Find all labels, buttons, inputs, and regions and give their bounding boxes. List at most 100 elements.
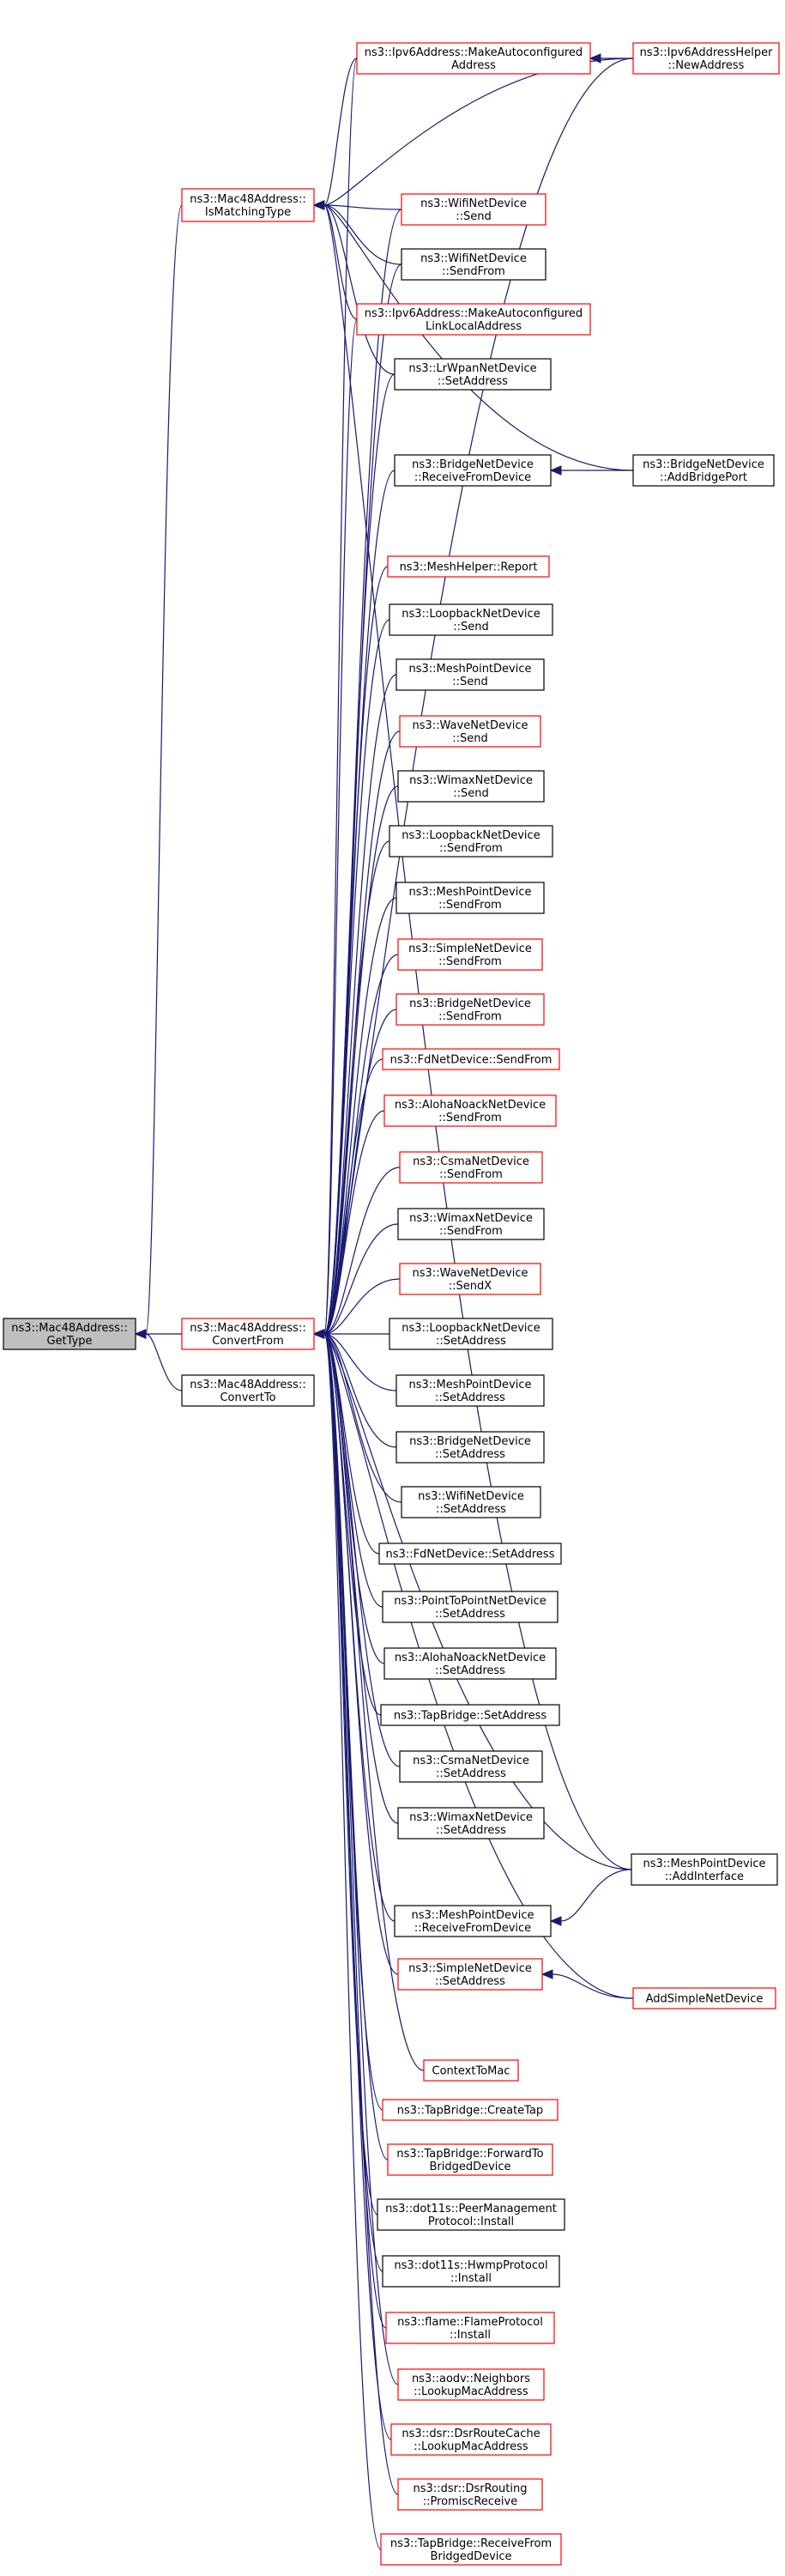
node-label-line: ns3::AlohaNoackNetDevice bbox=[395, 1652, 546, 1664]
node-label-line: ns3::LoopbackNetDevice bbox=[402, 608, 540, 621]
node-label-line: ns3::FdNetDevice::SetAddress bbox=[386, 1549, 555, 1561]
node-label-line: IsMatchingType bbox=[205, 206, 291, 219]
edge-bridgeAddPort-to-isMatching bbox=[312, 200, 634, 471]
node-simpleSendFrom[interactable]: ns3::SimpleNetDevice::SendFrom bbox=[397, 938, 543, 971]
node-lrwpanSetAddr[interactable]: ns3::LrWpanNetDevice::SetAddress bbox=[394, 358, 552, 391]
node-loopbackSetAddr[interactable]: ns3::LoopbackNetDevice::SetAddress bbox=[389, 1318, 553, 1350]
node-label-line: ns3::LrWpanNetDevice bbox=[408, 362, 536, 375]
edge-wifiSetAddr-to-convertFrom bbox=[312, 1329, 402, 1503]
node-label-line: ::SetAddress bbox=[435, 1975, 505, 1988]
node-wimaxSendFrom[interactable]: ns3::WimaxNetDevice::SendFrom bbox=[397, 1208, 545, 1240]
node-bridgeSendFrom[interactable]: ns3::BridgeNetDevice::SendFrom bbox=[396, 993, 545, 1026]
node-wifiSend[interactable]: ns3::WifiNetDevice::Send bbox=[401, 193, 546, 226]
node-meshPointAddIf[interactable]: ns3::MeshPointDevice::AddInterface bbox=[631, 1853, 778, 1886]
node-ipv6MakeAuto[interactable]: ns3::Ipv6Address::MakeAutoconfiguredAddr… bbox=[356, 42, 591, 75]
node-wifiSetAddr[interactable]: ns3::WifiNetDevice::SetAddress bbox=[401, 1486, 541, 1518]
node-label-line: ns3::WifiNetDevice bbox=[420, 197, 527, 210]
node-csmaSendFrom[interactable]: ns3::CsmaNetDevice::SendFrom bbox=[399, 1151, 543, 1184]
node-meshPointRecv[interactable]: ns3::MeshPointDevice::ReceiveFromDevice bbox=[394, 1905, 552, 1937]
node-loopbackSendFrom[interactable]: ns3::LoopbackNetDevice::SendFrom bbox=[389, 825, 553, 858]
node-alohaSendFrom[interactable]: ns3::AlohaNoackNetDevice::SendFrom bbox=[383, 1094, 557, 1127]
node-meshPointSend[interactable]: ns3::MeshPointDevice::Send bbox=[396, 658, 545, 691]
node-label-line: BridgedDevice bbox=[429, 2161, 510, 2173]
node-wifiSendFrom[interactable]: ns3::WifiNetDevice::SendFrom bbox=[401, 248, 546, 281]
node-label-line: BridgedDevice bbox=[430, 2550, 511, 2563]
node-convertTo[interactable]: ns3::Mac48Address::ConvertTo bbox=[181, 1374, 315, 1407]
node-tapSetAddr[interactable]: ns3::TapBridge::SetAddress bbox=[380, 1704, 560, 1726]
node-dsrRouting[interactable]: ns3::dsr::DsrRouting::PromiscReceive bbox=[397, 2478, 543, 2511]
node-flame[interactable]: ns3::flame::FlameProtocol::Install bbox=[385, 2312, 555, 2344]
node-label-line: ::SetAddress bbox=[436, 1824, 506, 1837]
node-fdSetAddr[interactable]: ns3::FdNetDevice::SetAddress bbox=[378, 1543, 562, 1565]
node-label-line: ns3::dot11s::HwmpProtocol bbox=[394, 2259, 547, 2272]
node-wimaxSend[interactable]: ns3::WimaxNetDevice::Send bbox=[397, 770, 545, 803]
node-label-line: ns3::MeshPointDevice bbox=[411, 1909, 534, 1922]
node-ipv6MakeLL[interactable]: ns3::Ipv6Address::MakeAutoconfiguredLink… bbox=[356, 303, 591, 336]
node-label-line: AddSimpleNetDevice bbox=[646, 1993, 764, 2006]
node-label-line: LinkLocalAddress bbox=[426, 320, 522, 333]
node-contextToMac[interactable]: ContextToMac bbox=[423, 2059, 519, 2082]
node-label-line: ns3::TapBridge::CreateTap bbox=[397, 2105, 543, 2118]
node-label-line: ns3::TapBridge::ReceiveFrom bbox=[390, 2537, 552, 2550]
node-waveSend[interactable]: ns3::WaveNetDevice::Send bbox=[399, 715, 541, 748]
node-addSimple[interactable]: AddSimpleNetDevice bbox=[632, 1987, 776, 2009]
node-label-line: ns3::dot11s::PeerManagement bbox=[385, 2203, 557, 2215]
node-label-line: ::SendFrom bbox=[438, 955, 502, 968]
node-peerMgmt[interactable]: ns3::dot11s::PeerManagementProtocol::Ins… bbox=[377, 2198, 565, 2231]
node-label-line: ns3::BridgeNetDevice bbox=[409, 997, 531, 1010]
node-hwmp[interactable]: ns3::dot11s::HwmpProtocol::Install bbox=[382, 2255, 560, 2288]
node-dsrCache[interactable]: ns3::dsr::DsrRouteCache::LookupMacAddres… bbox=[390, 2423, 552, 2456]
node-label-line: ns3::SimpleNetDevice bbox=[408, 1962, 532, 1975]
node-label-line: ::SetAddress bbox=[438, 375, 508, 388]
edge-wimaxSetAddr-to-convertFrom bbox=[312, 1329, 399, 1824]
node-ipv6Helper[interactable]: ns3::Ipv6AddressHelper::NewAddress bbox=[632, 42, 780, 75]
node-meshPointSetAddr[interactable]: ns3::MeshPointDevice::SetAddress bbox=[396, 1374, 545, 1407]
node-label-line: ::ReceiveFromDevice bbox=[414, 1922, 531, 1935]
node-label-line: ns3::BridgeNetDevice bbox=[643, 458, 764, 471]
node-label-line: ::SetAddress bbox=[435, 1448, 505, 1461]
node-meshPointSendFrom[interactable]: ns3::MeshPointDevice::SendFrom bbox=[396, 882, 545, 914]
node-label-line: ns3::BridgeNetDevice bbox=[412, 458, 534, 471]
node-aodv[interactable]: ns3::aodv::Neighbors::LookupMacAddress bbox=[397, 2368, 545, 2401]
node-label-line: ns3::MeshPointDevice bbox=[408, 1379, 531, 1391]
node-fdSendFrom[interactable]: ns3::FdNetDevice::SendFrom bbox=[382, 1048, 560, 1070]
node-label-line: ::Send bbox=[453, 787, 489, 800]
node-simpleSetAddr[interactable]: ns3::SimpleNetDevice::SetAddress bbox=[397, 1958, 543, 1991]
node-label-line: ::Install bbox=[450, 2272, 492, 2285]
node-label-line: ns3::LoopbackNetDevice bbox=[402, 829, 540, 842]
node-label-line: ns3::Ipv6Address::MakeAutoconfigured bbox=[365, 46, 583, 59]
node-convertFrom[interactable]: ns3::Mac48Address::ConvertFrom bbox=[181, 1318, 315, 1350]
node-bridgeSetAddr[interactable]: ns3::BridgeNetDevice::SetAddress bbox=[396, 1431, 545, 1464]
node-wimaxSetAddr[interactable]: ns3::WimaxNetDevice::SetAddress bbox=[397, 1807, 545, 1840]
node-p2pSetAddr[interactable]: ns3::PointToPointNetDevice::SetAddress bbox=[382, 1591, 559, 1623]
node-bridgeRecv[interactable]: ns3::BridgeNetDevice::ReceiveFromDevice bbox=[394, 454, 552, 487]
node-label-line: ::SendFrom bbox=[439, 1168, 503, 1181]
node-label-line: ::SendFrom bbox=[442, 265, 505, 278]
node-label-line: ns3::dsr::DsrRouteCache bbox=[402, 2428, 540, 2440]
node-label-line: ns3::flame::FlameProtocol bbox=[397, 2316, 543, 2329]
node-bridgeAddPort[interactable]: ns3::BridgeNetDevice::AddBridgePort bbox=[632, 454, 775, 487]
node-label-line: ns3::dsr::DsrRouting bbox=[414, 2482, 528, 2495]
node-label-line: ns3::aodv::Neighbors bbox=[412, 2373, 530, 2385]
node-label-line: ns3::WaveNetDevice bbox=[412, 1267, 528, 1280]
node-loopbackSend[interactable]: ns3::LoopbackNetDevice::Send bbox=[389, 603, 553, 636]
edge-simpleSendFrom-to-convertFrom bbox=[312, 954, 399, 1339]
node-label-line: ns3::TapBridge::ForwardTo bbox=[396, 2148, 543, 2161]
node-alohaSetAddr[interactable]: ns3::AlohaNoackNetDevice::SetAddress bbox=[383, 1647, 557, 1680]
node-meshHelperReport[interactable]: ns3::MeshHelper::Report bbox=[387, 555, 550, 578]
node-label-line: ::Send bbox=[452, 676, 488, 688]
node-label-line: ns3::LoopbackNetDevice bbox=[402, 1322, 540, 1335]
node-waveSendX[interactable]: ns3::WaveNetDevice::SendX bbox=[399, 1263, 541, 1295]
edge-ipv6Helper-to-isMatching bbox=[312, 58, 634, 210]
node-label-line: ns3::WaveNetDevice bbox=[412, 719, 528, 732]
edge-isMatching-to-root bbox=[134, 204, 183, 1339]
node-tapCreate[interactable]: ns3::TapBridge::CreateTap bbox=[382, 2099, 559, 2121]
node-isMatching[interactable]: ns3::Mac48Address::IsMatchingType bbox=[181, 188, 315, 222]
node-label-line: ns3::MeshHelper::Report bbox=[400, 561, 538, 574]
node-label-line: ::SendFrom bbox=[438, 899, 502, 912]
edge-bridgeRecv-to-convertFrom bbox=[312, 470, 396, 1339]
node-csmaSetAddr[interactable]: ns3::CsmaNetDevice::SetAddress bbox=[399, 1750, 543, 1783]
edges-layer bbox=[134, 53, 634, 2550]
